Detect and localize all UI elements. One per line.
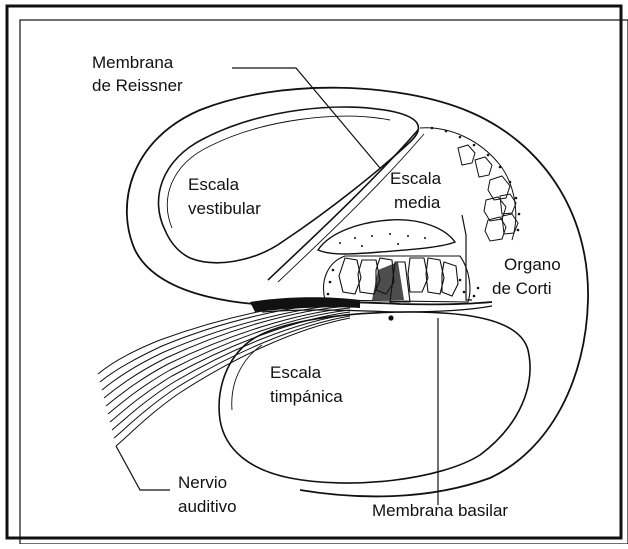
label-timpanica-2: timpánica: [270, 387, 343, 406]
stria-vascularis: [419, 127, 519, 242]
label-basilar: Membrana basilar: [372, 501, 508, 520]
label-media-2: media: [394, 193, 441, 212]
label-vestibular-2: vestibular: [188, 199, 261, 218]
outer-frame: [5, 4, 623, 540]
label-reissner-1: Membrana: [92, 53, 174, 72]
label-nervio-2: auditivo: [178, 497, 237, 516]
reissner-membrane-inner: [277, 133, 425, 283]
scala-vestibular-chamber: [157, 106, 420, 264]
label-corti-1: Organo: [504, 255, 561, 274]
spiral-vessel: [388, 315, 394, 321]
tunnel-of-corti: [372, 262, 404, 300]
leader-nervio: [115, 445, 170, 491]
reissner-membrane: [267, 129, 419, 281]
scala-timpanica-inner-line: [231, 344, 263, 411]
label-nervio-1: Nervio: [178, 473, 227, 492]
label-timpanica-1: Escala: [270, 363, 322, 382]
label-vestibular-1: Escala: [188, 175, 240, 194]
label-media-1: Escala: [390, 169, 442, 188]
label-reissner-2: de Reissner: [92, 76, 183, 95]
cochlear-outer-wall: [125, 86, 589, 498]
label-corti-2: de Corti: [492, 279, 552, 298]
scala-timpanica-chamber: [218, 311, 531, 484]
tectorial-stipple: [339, 233, 426, 247]
tectorial-membrane: [316, 219, 457, 255]
stria-dots: [430, 126, 521, 232]
scala-vestibular-inner-line: [166, 115, 391, 229]
nerve-core: [250, 297, 360, 312]
corti-dots: [326, 268, 480, 298]
leader-reissner: [232, 67, 381, 169]
